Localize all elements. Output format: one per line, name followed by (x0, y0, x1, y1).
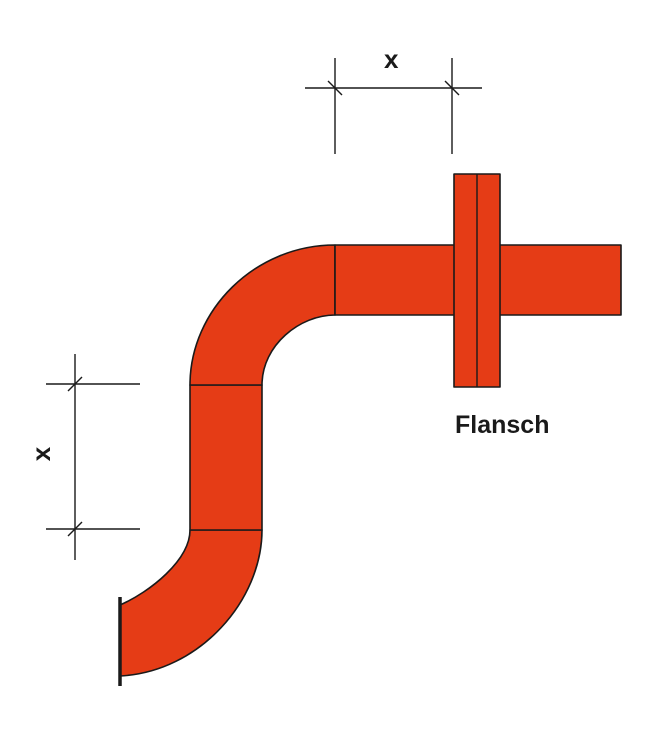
top-tick-right (444, 80, 460, 96)
flange-label: Flansch (455, 411, 550, 439)
vertical-pipe-segment (189, 384, 263, 531)
left-tick-bottom (67, 521, 83, 537)
lower-elbow-segment (119, 529, 263, 677)
left-dimension (46, 354, 140, 560)
left-tick-top (67, 376, 83, 392)
upper-elbow-segment (189, 244, 336, 386)
top-dimension (305, 58, 482, 154)
left-dimension-label: x (26, 446, 57, 462)
top-dimension-label: x (384, 44, 399, 74)
top-tick-left (327, 80, 343, 96)
